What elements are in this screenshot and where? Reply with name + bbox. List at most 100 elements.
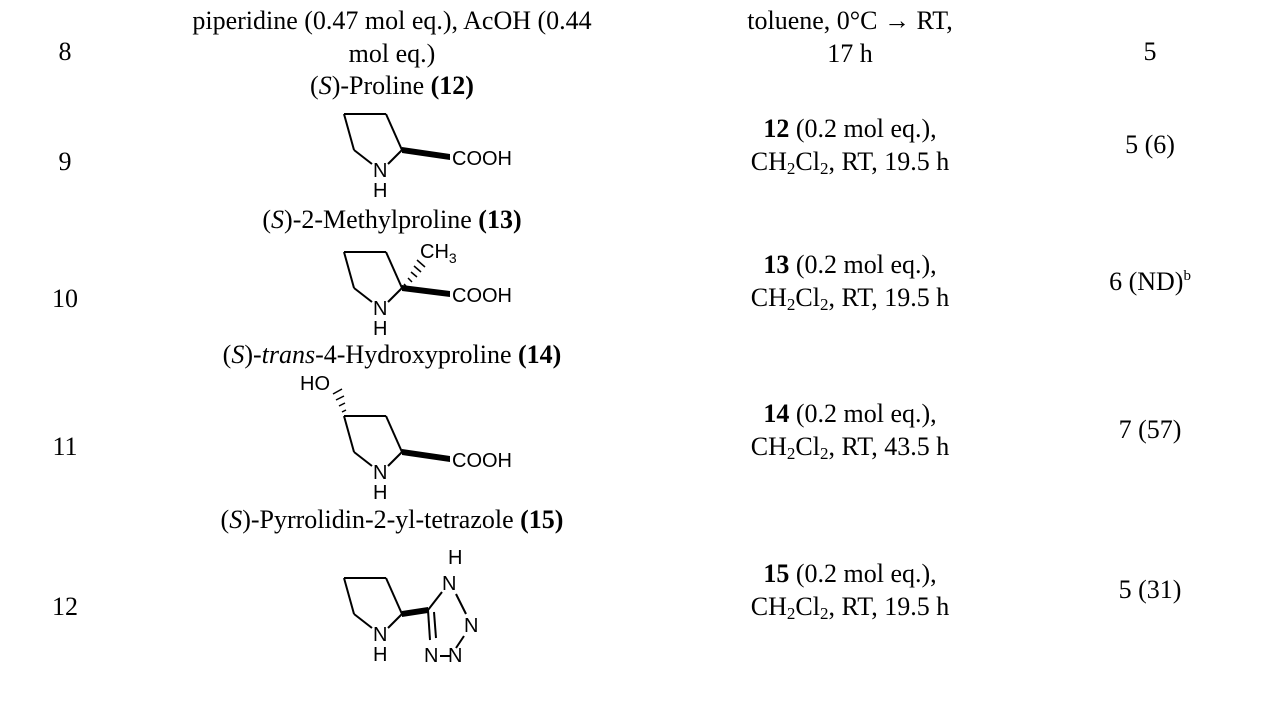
hydroxy-label: HO (300, 373, 330, 395)
reagent-line: mol eq.) (348, 39, 436, 68)
conditions-part: Cl (795, 283, 820, 312)
compound-name: (S)-Proline (12) (112, 69, 672, 102)
subscript: 2 (819, 604, 829, 623)
acid-label: COOH (452, 285, 512, 307)
nh-h-label: H (373, 180, 387, 200)
hydroxyproline-structure: HO COOH N H (300, 373, 512, 500)
compound-number: (13) (478, 205, 522, 234)
nh-n-label: N (373, 462, 387, 484)
conditions-part: , RT, 43.5 h (828, 432, 950, 461)
compound-number: 13 (763, 250, 790, 279)
conditions-line: CH2Cl2, RT, 43.5 h (690, 430, 1010, 463)
conditions-part: , RT, 19.5 h (828, 283, 950, 312)
conditions-line: CH2Cl2, RT, 19.5 h (690, 590, 1010, 623)
compound-name: (S)-Pyrrolidin-2-yl-tetrazole (15) (112, 503, 672, 536)
conditions-part: (0.2 mol eq.), (789, 559, 937, 588)
conditions-line: CH2Cl2, RT, 19.5 h (690, 281, 1010, 314)
tetrazole-structure: H N N N N N H (343, 547, 478, 667)
name-part: ( (222, 340, 232, 369)
subscript: 2 (819, 159, 829, 178)
name-part: S (229, 505, 243, 534)
subscript: 2 (819, 295, 829, 314)
conditions-part: , RT, 19.5 h (828, 592, 950, 621)
entry-number: 12 (52, 592, 78, 621)
proline-structure: N H COOH (343, 113, 512, 200)
conditions-line: CH2Cl2, RT, 19.5 h (690, 145, 1010, 178)
name-part: ( (220, 505, 230, 534)
conditions-part: CH (750, 147, 787, 176)
name-part: S (271, 205, 285, 234)
wedge-bond (402, 607, 428, 617)
conditions-part: CH (750, 283, 787, 312)
hash-bond (332, 388, 347, 413)
reagent-line: piperidine (0.47 mol eq.), AcOH (0.44 (192, 6, 592, 35)
conditions-part: (0.2 mol eq.), (789, 399, 937, 428)
entry-number: 9 (58, 147, 72, 176)
conditions-cell: 13 (0.2 mol eq.), CH2Cl2, RT, 19.5 h (690, 248, 1010, 314)
acid-label: COOH (452, 450, 512, 472)
name-part: S (231, 340, 245, 369)
subscript: 2 (819, 444, 829, 463)
conditions-part: CH (750, 592, 787, 621)
compound-number: 15 (763, 559, 790, 588)
wedge-bond (402, 285, 450, 297)
subscript: 2 (786, 604, 796, 623)
methylproline-structure: CH3 COOH N H (343, 241, 512, 336)
conditions-line: 15 (0.2 mol eq.), (690, 557, 1010, 590)
tetrazole-n-label: N (424, 645, 438, 667)
conditions-part: Cl (795, 592, 820, 621)
name-part: )-Proline (331, 71, 431, 100)
footnote-marker: b (1183, 268, 1191, 284)
name-part: )-2-Methylproline (284, 205, 479, 234)
yield-cell: 5 (31) (1118, 575, 1182, 604)
acid-label: COOH (452, 148, 512, 170)
entry-number: 11 (52, 432, 78, 461)
conditions-part: (0.2 mol eq.), (789, 250, 937, 279)
conditions-part: Cl (795, 147, 820, 176)
conditions-line: toluene, 0°C → RT, (747, 6, 953, 35)
reagent-cell: piperidine (0.47 mol eq.), AcOH (0.44 mo… (112, 4, 672, 70)
name-part: trans (261, 340, 316, 369)
methyl-label: CH3 (420, 241, 457, 266)
compound-name: (S)-trans-4-Hydroxyproline (14) (112, 338, 672, 371)
yield-cell: 7 (57) (1118, 415, 1182, 444)
entry-number: 8 (58, 37, 72, 66)
nh-n-label: N (373, 624, 387, 646)
nh-h-label: H (373, 644, 387, 666)
conditions-part: CH (750, 432, 787, 461)
compound-number: (15) (520, 505, 564, 534)
conditions-line: 12 (0.2 mol eq.), (690, 112, 1010, 145)
conditions-part: (0.2 mol eq.), (789, 114, 937, 143)
compound-name: (S)-2-Methylproline (13) (112, 203, 672, 236)
conditions-cell: 12 (0.2 mol eq.), CH2Cl2, RT, 19.5 h (690, 112, 1010, 178)
conditions-cell: toluene, 0°C → RT, 17 h (690, 4, 1010, 70)
name-part: S (318, 71, 332, 100)
wedge-bond (402, 147, 450, 160)
tetrazole-n-label: N (442, 573, 456, 595)
tetrazole-n-label: N (448, 645, 462, 667)
compound-number: (14) (518, 340, 562, 369)
tetrazole-h-label: H (448, 547, 462, 569)
conditions-part: , RT, 19.5 h (828, 147, 950, 176)
wedge-bond (402, 449, 450, 462)
yield-cell: 5 (6) (1125, 130, 1175, 159)
conditions-line: 17 h (827, 39, 873, 68)
name-part: )-Pyrrolidin-2-yl-tetrazole (242, 505, 521, 534)
name-part: )- (244, 340, 262, 369)
subscript: 2 (786, 295, 796, 314)
nh-n-label: N (373, 160, 387, 182)
nh-n-label: N (373, 298, 387, 320)
conditions-cell: 15 (0.2 mol eq.), CH2Cl2, RT, 19.5 h (690, 557, 1010, 623)
nh-h-label: H (373, 318, 387, 336)
compound-number: (12) (430, 71, 474, 100)
subscript: 2 (786, 159, 796, 178)
name-part: -4-Hydroxyproline (315, 340, 519, 369)
tetrazole-n-label: N (464, 615, 478, 637)
entry-number: 10 (52, 284, 78, 313)
conditions-line: 14 (0.2 mol eq.), (690, 397, 1010, 430)
yield-cell: 5 (1143, 37, 1157, 66)
conditions-part: Cl (795, 432, 820, 461)
compound-number: 14 (763, 399, 790, 428)
hash-bond (403, 259, 426, 287)
conditions-line: 13 (0.2 mol eq.), (690, 248, 1010, 281)
